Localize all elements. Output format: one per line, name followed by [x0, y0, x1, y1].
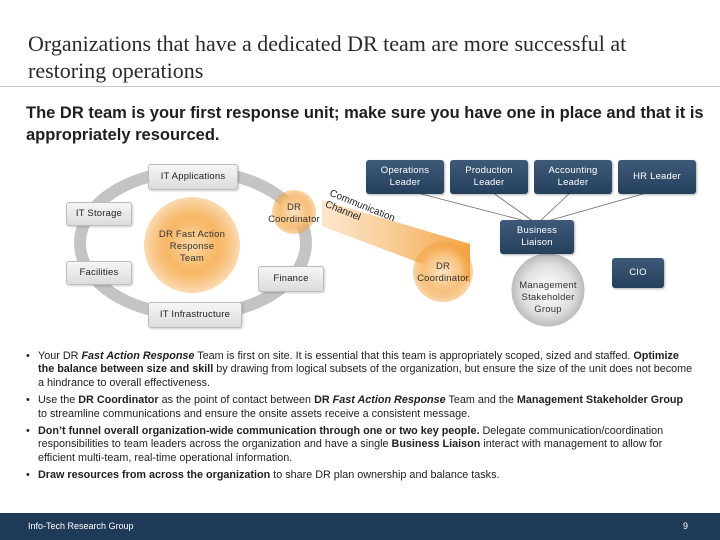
hr-leader-box: HR Leader: [618, 160, 696, 194]
bullet-text-run: Business Liaison: [391, 438, 481, 451]
bullet-text-run: Management Stakeholder Group: [516, 394, 684, 407]
bullet-text-run: Use the: [38, 394, 79, 407]
operations-leader-box: Operations Leader: [366, 160, 444, 194]
bullet-text-run: Fast Action Response: [81, 350, 195, 362]
bullet-text-run: DR: [314, 394, 333, 407]
footer-bar: Info-Tech Research Group 9: [0, 513, 720, 540]
leader-connectors: [405, 189, 658, 225]
center-team-circle: [144, 197, 240, 293]
bullet-text-run: Don’t funnel overall organization-wide c…: [38, 425, 480, 438]
bullet-text-run: Team: [194, 350, 224, 362]
bullet-text-run: to share DR plan ownership and balance t…: [270, 469, 500, 482]
accounting-leader-box: Accounting Leader: [534, 160, 612, 194]
bullet-text-run: by drawing from logical subsets of the o…: [38, 363, 693, 389]
business-liaison-box: Business Liaison: [500, 220, 574, 254]
dr-fast-action-response-team: DR Fast Action Response Team: [158, 229, 226, 264]
slide-subtitle: The DR team is your first response unit;…: [26, 104, 704, 144]
bullet-text-run: and the: [474, 394, 517, 407]
bullet-list: Your DR Fast Action Response Team is fir…: [26, 350, 694, 487]
footer-organization: Info-Tech Research Group: [28, 521, 134, 531]
finance-box: Finance: [258, 266, 324, 292]
bullet-text-run: Delegate communication/coordination resp…: [38, 425, 664, 451]
bullet-text-run: Fast Action Response: [332, 394, 446, 407]
bullet-text-run: Your: [38, 350, 63, 362]
it-infrastructure-box: IT Infrastructure: [148, 302, 242, 328]
bullet-text-run: interact with management to allow for ef…: [38, 438, 663, 464]
bullet-text-run: DR: [62, 350, 82, 362]
bullet-text-run: to streamline communications and ensure …: [38, 407, 471, 420]
title-divider: [0, 86, 720, 87]
cio-box: CIO: [612, 258, 664, 288]
bullet-text-run: as the point of contact between: [158, 394, 315, 407]
production-leader-box: Production Leader: [450, 160, 528, 194]
dr-team-diagram: [74, 165, 658, 327]
facilities-box: Facilities: [66, 261, 132, 285]
bullet-item: Draw resources from across the organizat…: [26, 469, 694, 483]
coordinator-glow-right: [413, 242, 473, 302]
bullet-item: Your DR Fast Action Response Team is fir…: [26, 350, 694, 390]
bullet-text-run: Draw resources from across the organizat…: [38, 469, 271, 482]
it-storage-box: IT Storage: [66, 202, 132, 226]
coordinator-glow-left: [272, 190, 316, 234]
bullet-text-run: is first on site. It is essential that t…: [223, 350, 634, 362]
bullet-text-run: Optimize the balance between size and sk…: [38, 350, 679, 376]
it-applications-box: IT Applications: [148, 164, 238, 190]
bullet-text-run: DR Coordinator: [78, 394, 159, 407]
bullet-item: Use the DR Coordinator as the point of c…: [26, 394, 694, 421]
management-stakeholder-group: Management Stakeholder Group: [519, 280, 577, 315]
dr-coordinator-right: DR Coordinator: [417, 261, 469, 284]
slide-title: Organizations that have a dedicated DR t…: [28, 31, 627, 83]
management-circle: [511, 253, 585, 327]
bullet-item: Don’t funnel overall organization-wide c…: [26, 425, 694, 465]
bullet-text-run: Team: [445, 394, 475, 407]
dr-coordinator-left: DR Coordinator: [268, 202, 320, 225]
page-number: 9: [682, 521, 688, 531]
